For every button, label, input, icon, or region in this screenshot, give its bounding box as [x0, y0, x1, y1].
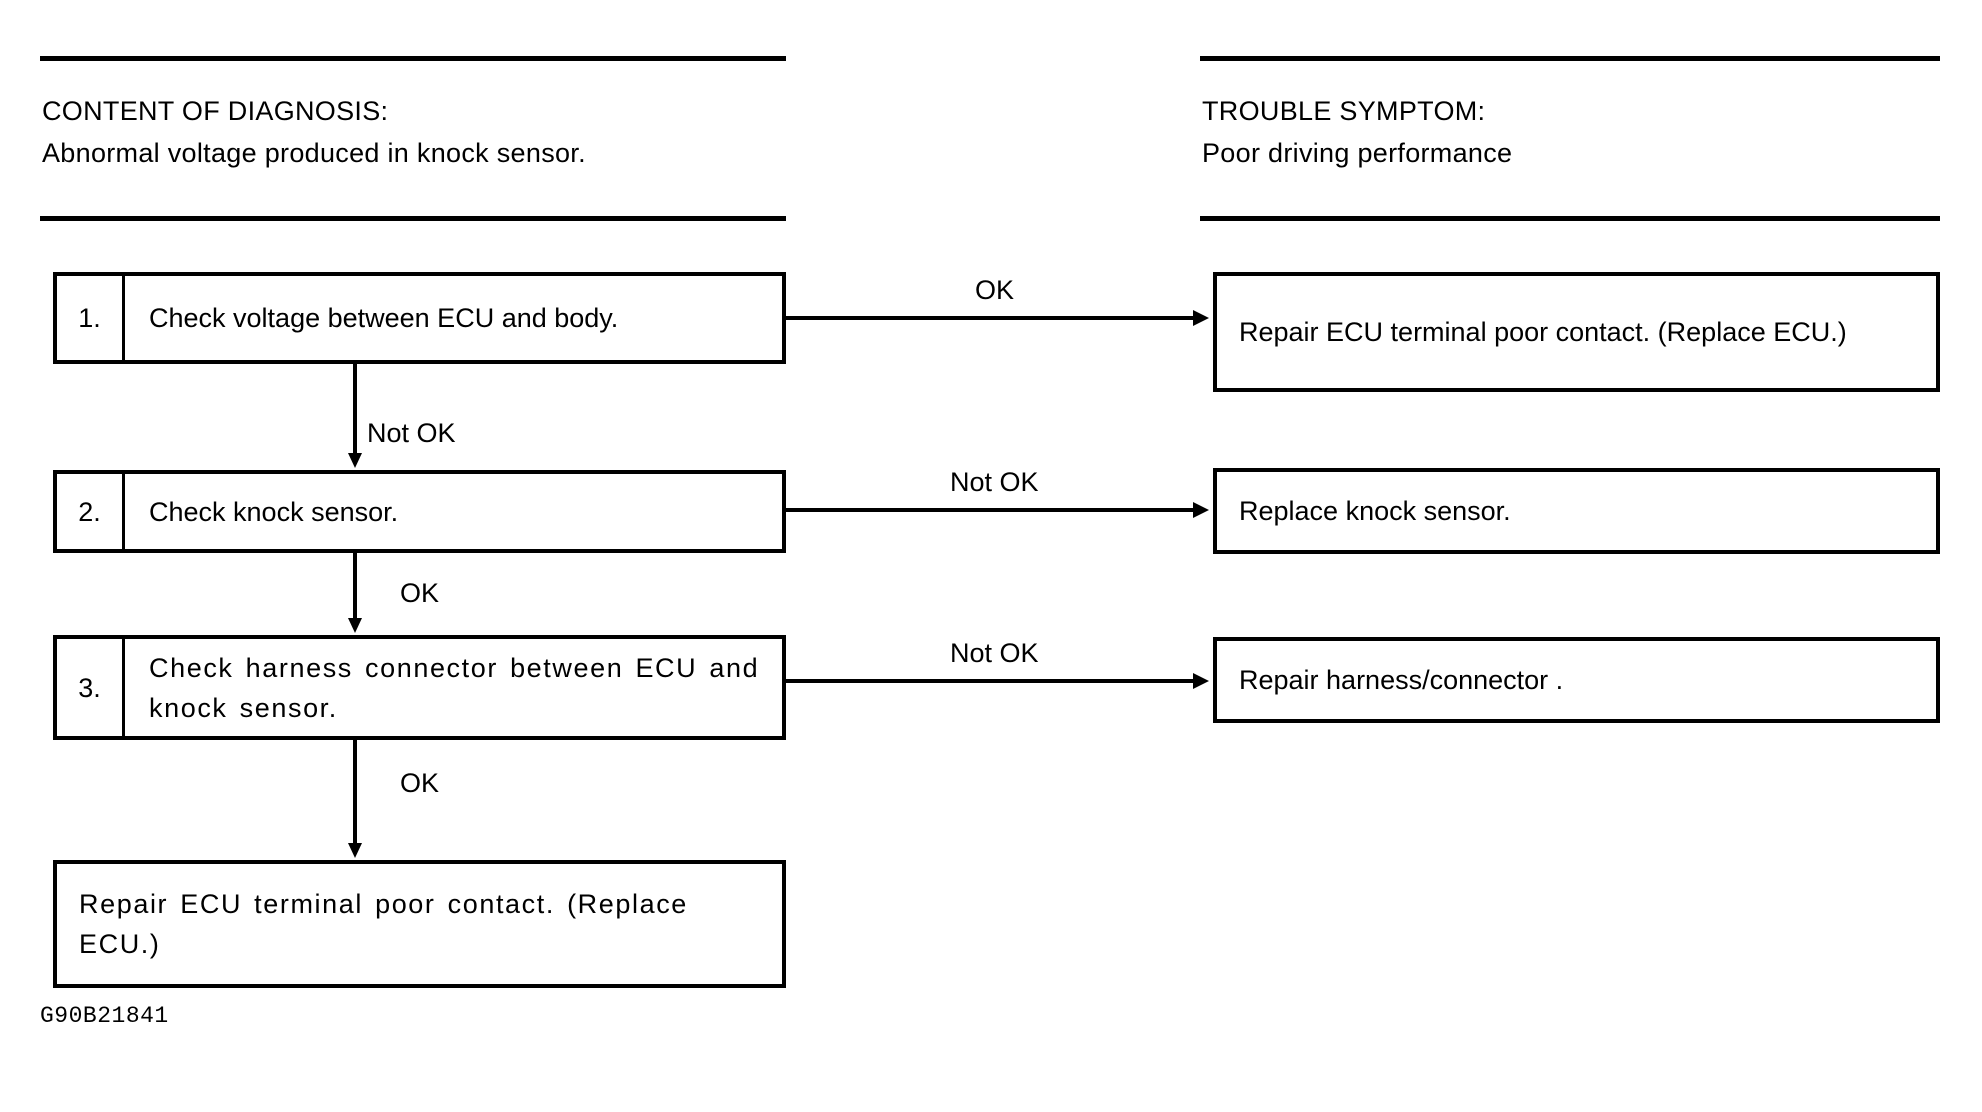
figure-caption-code: G90B21841: [40, 1003, 169, 1029]
left-header: CONTENT OF DIAGNOSIS: Abnormal voltage p…: [42, 90, 586, 174]
step1-notok-connector-line: [353, 364, 357, 456]
right-header-bottom-rule: [1200, 216, 1940, 221]
left-header-top-rule: [40, 56, 786, 61]
step1-notok-arrowhead: [348, 453, 362, 468]
right-header: TROUBLE SYMPTOM: Poor driving performanc…: [1202, 90, 1512, 174]
result-3-text: Repair harness/connector .: [1239, 665, 1564, 695]
step3-ok-connector-line: [353, 740, 357, 845]
step-2-number-cell: 2.: [57, 474, 125, 549]
trouble-symptom-subtitle: Poor driving performance: [1202, 138, 1513, 168]
step-1-text: Check voltage between ECU and body.: [149, 303, 619, 333]
result-box-1[interactable]: Repair ECU terminal poor contact. (Repla…: [1213, 272, 1940, 392]
step2-ok-connector-line: [353, 553, 357, 621]
step1-ok-connector-line: [786, 316, 1199, 320]
trouble-symptom-title: TROUBLE SYMPTOM:: [1202, 96, 1486, 126]
result-1-text: Repair ECU terminal poor contact. (Repla…: [1239, 317, 1847, 347]
content-of-diagnosis-subtitle: Abnormal voltage produced in knock senso…: [42, 138, 586, 168]
edge-label-step3-notok: Not OK: [950, 638, 1039, 668]
content-of-diagnosis-title: CONTENT OF DIAGNOSIS:: [42, 96, 389, 126]
result-box-3[interactable]: Repair harness/connector .: [1213, 637, 1940, 723]
step-box-2[interactable]: 2. Check knock sensor.: [53, 470, 786, 553]
edge-label-step1-ok: OK: [975, 275, 1015, 305]
step2-ok-arrowhead: [348, 618, 362, 633]
edge-label-step3-ok: OK: [400, 768, 440, 798]
step-box-1[interactable]: 1. Check voltage between ECU and body.: [53, 272, 786, 364]
step2-notok-arrowhead: [1193, 502, 1209, 518]
result-2-text: Replace knock sensor.: [1239, 496, 1511, 526]
left-header-bottom-rule: [40, 216, 786, 221]
final-action-text: Repair ECU terminal poor contact. (Repla…: [79, 889, 688, 959]
step2-notok-connector-line: [786, 508, 1199, 512]
step3-notok-connector-line: [786, 679, 1199, 683]
step-1-number: 1.: [78, 303, 101, 333]
step3-ok-arrowhead: [348, 843, 362, 858]
step-box-3[interactable]: 3. Check harness connector between ECU a…: [53, 635, 786, 740]
step-3-number-cell: 3.: [57, 639, 125, 736]
edge-label-step1-notok: Not OK: [367, 418, 456, 448]
edge-label-step2-notok: Not OK: [950, 467, 1039, 497]
step-2-text: Check knock sensor.: [149, 496, 399, 527]
step-3-number: 3.: [78, 672, 101, 703]
right-header-top-rule: [1200, 56, 1940, 61]
step-1-number-cell: 1.: [57, 276, 125, 360]
step3-notok-arrowhead: [1193, 673, 1209, 689]
step-3-text: Check harness connector between ECU and …: [149, 652, 760, 723]
edge-label-step2-ok: OK: [400, 578, 440, 608]
step-2-number: 2.: [78, 496, 101, 527]
step1-ok-arrowhead: [1193, 310, 1209, 326]
result-box-2[interactable]: Replace knock sensor.: [1213, 468, 1940, 554]
final-action-box[interactable]: Repair ECU terminal poor contact. (Repla…: [53, 860, 786, 988]
